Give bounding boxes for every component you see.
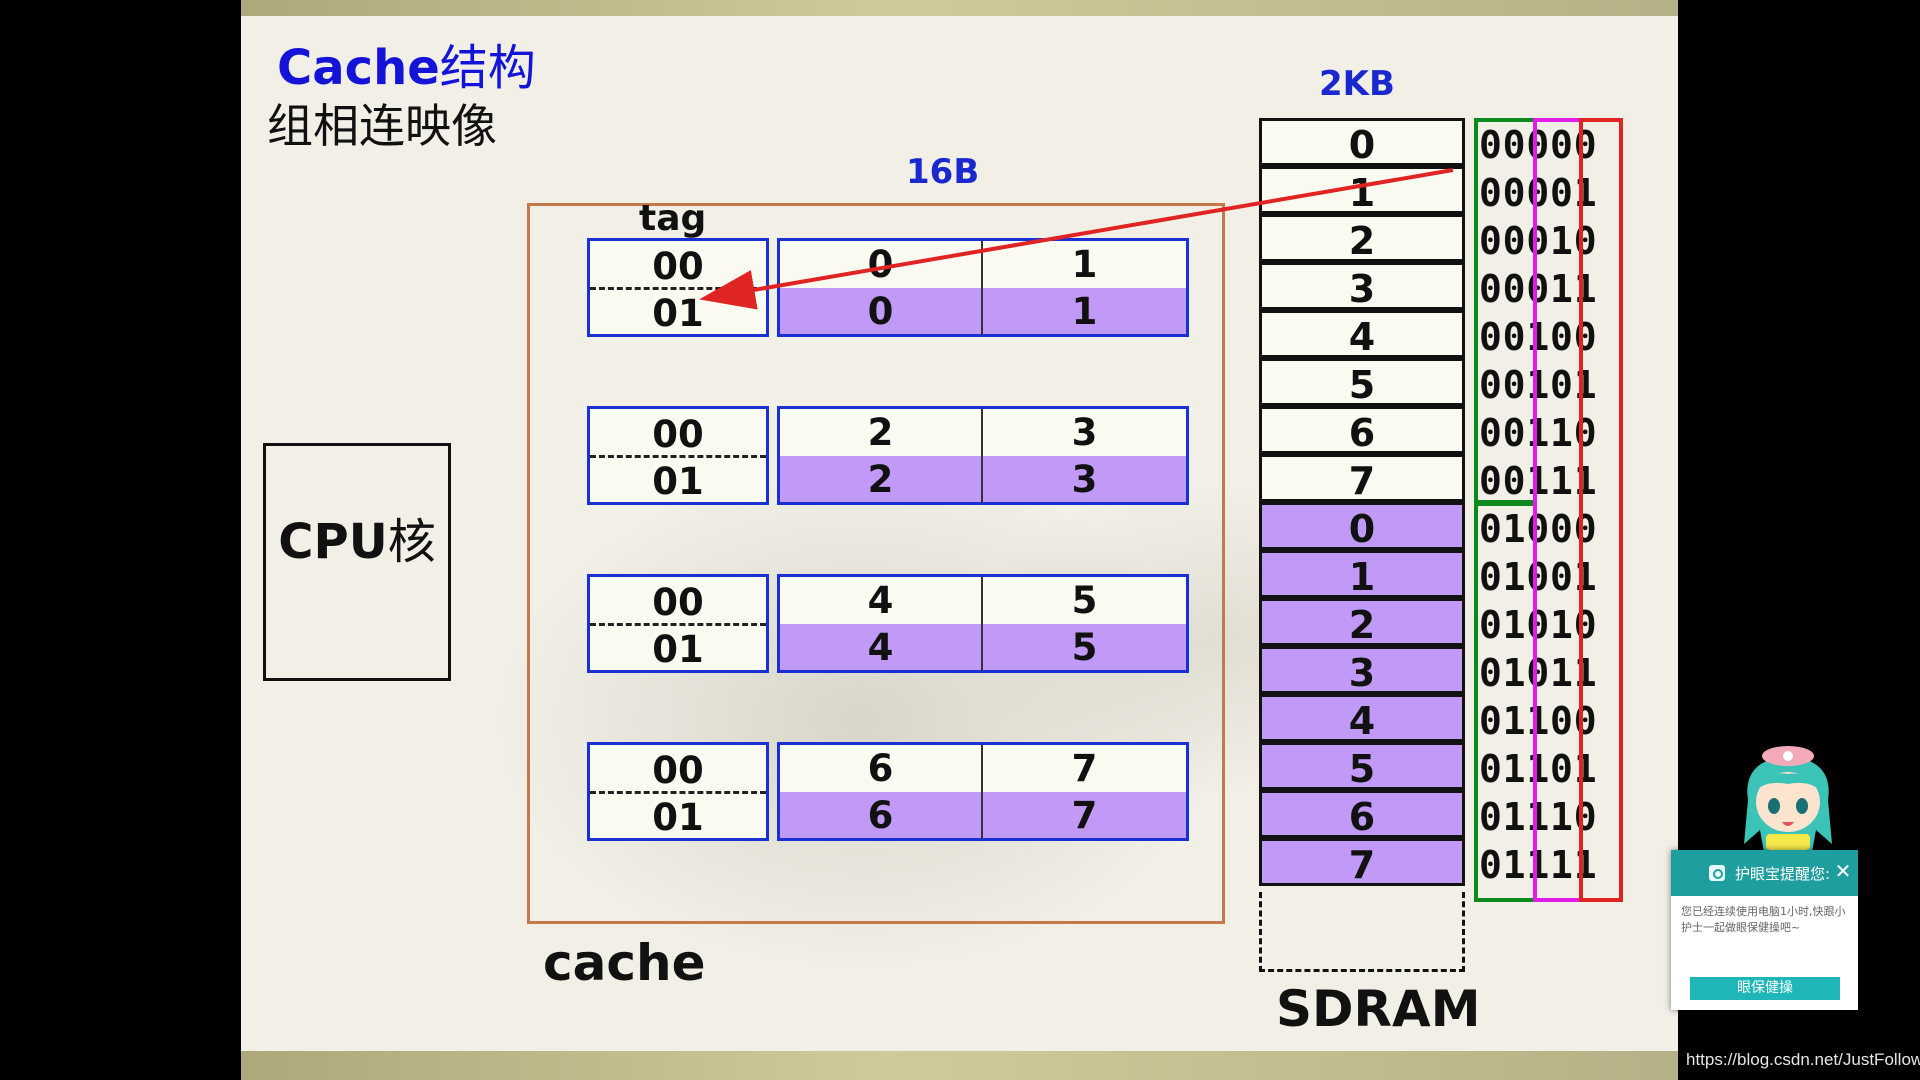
cache-line-cell: 1 xyxy=(983,241,1186,288)
mapping-arrow xyxy=(699,168,1454,310)
bottom-band xyxy=(241,1051,1678,1080)
cache-line-cell: 7 xyxy=(983,745,1186,792)
sdram-block: 0 xyxy=(1259,502,1465,551)
address-label: 01000 xyxy=(1479,507,1598,551)
tag-divider xyxy=(590,623,766,626)
sdram-block: 2 xyxy=(1259,598,1465,647)
slide-subtitle: 组相连映像 xyxy=(267,99,497,153)
address-label: 00011 xyxy=(1479,267,1598,311)
popup-header: 护眼宝提醒您: ✕ xyxy=(1671,850,1858,896)
sdram-column: 0 1 2 3 4 5 6 7 0 1 2 3 4 5 6 7 xyxy=(1259,118,1465,890)
tag-way0: 00 xyxy=(652,749,704,792)
sdram-block: 5 xyxy=(1259,358,1465,407)
cache-set-data-box: 0 1 0 1 xyxy=(777,238,1189,337)
title-latin: Cache xyxy=(277,40,440,96)
mascot-nurse-icon xyxy=(1744,746,1832,852)
eye-exercise-button[interactable]: 眼保健操 xyxy=(1690,977,1840,1000)
address-label: 00001 xyxy=(1479,171,1598,215)
tag-way1: 01 xyxy=(652,292,704,335)
blog-watermark: https://blog.csdn.net/JustFollow xyxy=(1686,1050,1920,1069)
sdram-block: 1 xyxy=(1259,550,1465,599)
eye-care-app-icon xyxy=(1709,865,1725,881)
cpu-latin: CPU xyxy=(278,514,388,570)
sdram-block: 3 xyxy=(1259,262,1465,311)
cache-line-cell: 6 xyxy=(780,745,983,792)
sdram-block: 2 xyxy=(1259,214,1465,263)
slide: Cache结构 组相连映像 16B 2KB CPU核 tag cache 00 … xyxy=(241,0,1678,1080)
address-label: 00000 xyxy=(1479,123,1598,167)
sdram-label: SDRAM xyxy=(1276,980,1481,1038)
cache-set-tag-box: 00 01 xyxy=(587,574,769,673)
cache-line-cell: 5 xyxy=(983,623,1186,670)
address-label: 01001 xyxy=(1479,555,1598,599)
sdram-block: 3 xyxy=(1259,646,1465,695)
sdram-continuation xyxy=(1259,892,1465,972)
address-label: 01101 xyxy=(1479,747,1598,791)
tag-way0: 00 xyxy=(652,245,704,288)
address-label: 00100 xyxy=(1479,315,1598,359)
cache-line-cell: 5 xyxy=(983,577,1186,624)
cache-line-cell: 0 xyxy=(780,287,983,334)
tag-label: tag xyxy=(639,198,707,239)
cache-line-cell: 2 xyxy=(780,455,983,502)
cpu-cn: 核 xyxy=(387,514,436,570)
address-label: 00110 xyxy=(1479,411,1598,455)
sdram-block: 4 xyxy=(1259,694,1465,743)
popup-message: 您已经连续使用电脑1小时,快跟小护士一起做眼保健操吧~ xyxy=(1681,905,1846,934)
cache-set-data-box: 2 3 2 3 xyxy=(777,406,1189,505)
tag-way1: 01 xyxy=(652,628,704,671)
cache-line-cell: 7 xyxy=(983,791,1186,838)
cache-set-tag-box: 00 01 xyxy=(587,406,769,505)
sdram-block: 7 xyxy=(1259,838,1465,887)
arrow-line xyxy=(699,168,1454,310)
sdram-block: 5 xyxy=(1259,742,1465,791)
tag-divider xyxy=(590,791,766,794)
address-label: 01010 xyxy=(1479,603,1598,647)
sdram-block: 7 xyxy=(1259,454,1465,503)
cpu-core-label: CPU核 xyxy=(266,502,448,572)
tag-divider xyxy=(590,287,766,290)
tag-way1: 01 xyxy=(652,460,704,503)
sdram-block: 0 xyxy=(1259,118,1465,167)
cache-set-data-box: 6 7 6 7 xyxy=(777,742,1189,841)
cache-line-cell: 4 xyxy=(780,623,983,670)
offset-bits-box xyxy=(1579,118,1623,902)
cache-line-cell: 3 xyxy=(983,409,1186,456)
cache-label: cache xyxy=(543,934,706,992)
address-label: 00010 xyxy=(1479,219,1598,263)
top-band xyxy=(241,0,1678,16)
tag-way1: 01 xyxy=(652,796,704,839)
sdram-size-label: 2KB xyxy=(1319,64,1395,104)
cache-set-tag-box: 00 01 xyxy=(587,742,769,841)
cpu-core-box: CPU核 xyxy=(263,443,451,681)
close-icon[interactable]: ✕ xyxy=(1834,859,1852,883)
address-label: 01111 xyxy=(1479,843,1598,887)
cache-set-data-box: 4 5 4 5 xyxy=(777,574,1189,673)
sdram-block: 4 xyxy=(1259,310,1465,359)
cache-frame xyxy=(527,203,1225,924)
tag-way0: 00 xyxy=(652,413,704,456)
cache-line-cell: 2 xyxy=(780,409,983,456)
address-label: 01100 xyxy=(1479,699,1598,743)
tag-divider xyxy=(590,455,766,458)
address-label: 01011 xyxy=(1479,651,1598,695)
cache-line-cell: 1 xyxy=(983,287,1186,334)
address-label: 00111 xyxy=(1479,459,1598,503)
slide-title: Cache结构 xyxy=(277,28,536,98)
eye-care-reminder-popup: 护眼宝提醒您: ✕ 您已经连续使用电脑1小时,快跟小护士一起做眼保健操吧~ 眼保… xyxy=(1671,850,1858,1010)
cache-line-cell: 4 xyxy=(780,577,983,624)
line-size-label: 16B xyxy=(906,152,980,192)
sdram-block: 6 xyxy=(1259,790,1465,839)
tag-way0: 00 xyxy=(652,581,704,624)
sdram-block: 6 xyxy=(1259,406,1465,455)
cache-line-cell: 3 xyxy=(983,455,1186,502)
address-label: 00101 xyxy=(1479,363,1598,407)
cache-line-cell: 6 xyxy=(780,791,983,838)
popup-title: 护眼宝提醒您: xyxy=(1735,865,1831,883)
address-label: 01110 xyxy=(1479,795,1598,839)
title-cn: 结构 xyxy=(439,40,536,96)
